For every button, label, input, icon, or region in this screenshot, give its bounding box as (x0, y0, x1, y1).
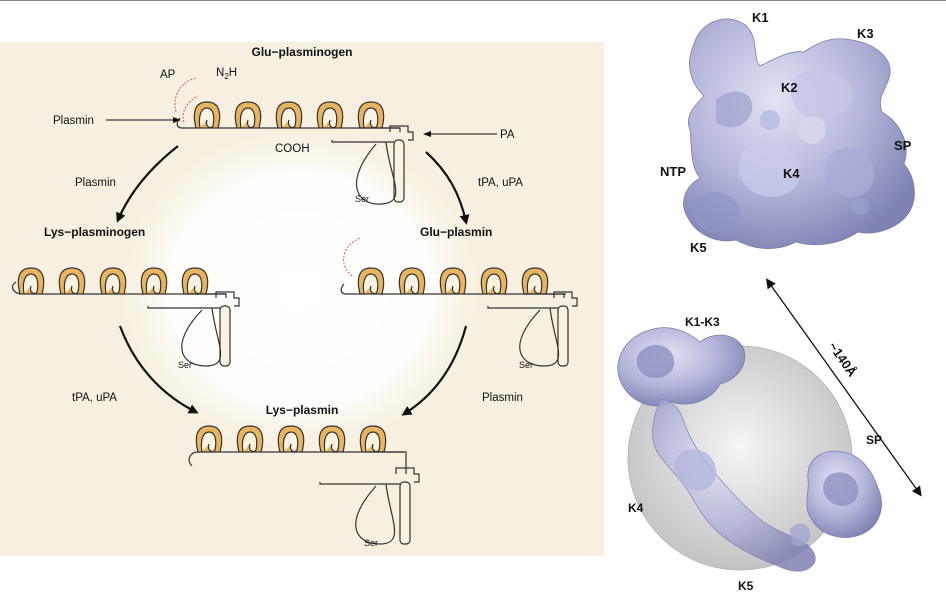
arrow-label-top-right: tPA, uPA (478, 177, 523, 189)
arrow-bottom-right (401, 325, 468, 416)
em-closed-label-k2: K2 (781, 80, 798, 95)
lys-plasminogen-molecule (11, 267, 240, 367)
dimension-label: ~140Å (826, 339, 861, 380)
em-open-label-k1-k3: K1-K3 (685, 315, 720, 329)
plasmin-pointer-label: Plasmin (53, 115, 94, 127)
ap-label: AP (160, 69, 176, 81)
activation-peptide-arc (174, 77, 197, 113)
n2h-label: N2H (216, 67, 237, 81)
open-conformation-em-map (617, 327, 882, 572)
pa-pointer-label: PA (500, 129, 515, 141)
closed-conformation-em-map (683, 18, 915, 249)
em-closed-label-ntp: NTP (660, 164, 686, 179)
arrow-label-bottom-right: Plasmin (482, 392, 523, 404)
lys-plasmin-molecule (188, 425, 420, 545)
em-closed-label-k4: K4 (783, 166, 800, 181)
arrow-bottom-left (118, 325, 199, 414)
arrow-label-bottom-left: tPA, uPA (72, 392, 117, 404)
em-closed-label-k3: K3 (857, 26, 874, 41)
em-closed-label-k1: K1 (752, 10, 769, 25)
arrow-top-right (425, 151, 470, 225)
em-open-label-sp: SP (866, 433, 882, 447)
cooh-label: COOH (275, 143, 310, 155)
lys-plasminogen-title: Lys−plasminogen (44, 225, 145, 239)
glu-plasmin-molecule (340, 237, 578, 367)
ser-label-1: Ser (355, 194, 369, 204)
ser-label-3: Ser (519, 360, 533, 370)
glu-plasmin-title: Glu−plasmin (420, 225, 492, 239)
dimension-arrow (765, 278, 922, 497)
central-glow (110, 120, 490, 460)
lys-plasmin-title: Lys−plasmin (266, 403, 339, 417)
top-border-line (0, 0, 946, 1)
em-closed-label-k5: K5 (690, 240, 707, 255)
arrow-label-top-left: Plasmin (75, 177, 116, 189)
arrow-top-left (116, 145, 179, 223)
em-open-label-k4: K4 (628, 501, 644, 515)
em-open-label-k5: K5 (738, 579, 754, 593)
ser-label-4: Ser (364, 538, 378, 548)
em-closed-label-sp: SP (894, 138, 912, 153)
glu-plasminogen-title: Glu−plasminogen (251, 45, 352, 59)
glu-plasminogen-molecule (176, 95, 414, 205)
ser-label-2: Ser (178, 360, 192, 370)
